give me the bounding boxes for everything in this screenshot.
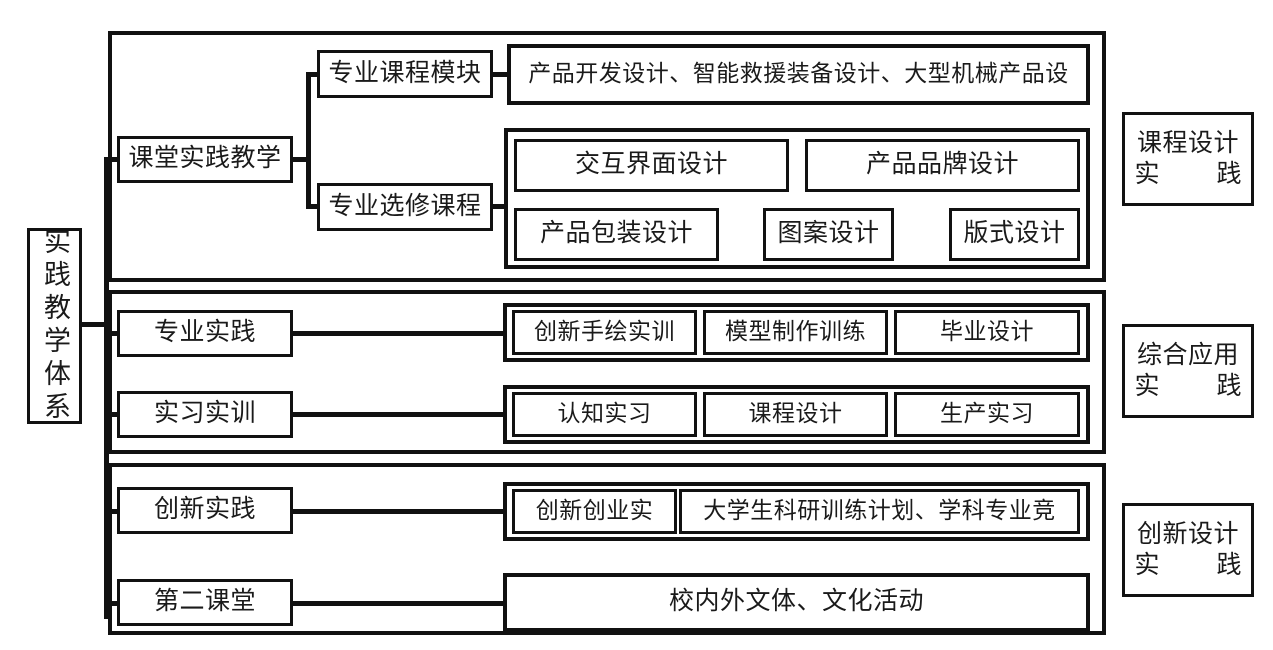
connector-classroom-stub (293, 157, 310, 162)
item-product-brand-design: 产品品牌设计 (805, 139, 1080, 192)
category-innovation-design-practice-stack: 创新设计 实 践 (1125, 519, 1254, 582)
item-cognitive-internship-label: 认知实习 (557, 401, 652, 427)
item-major-course-content: 产品开发设计、智能救援装备设计、大型机械产品设 (507, 44, 1090, 105)
item-innovative-sketch-training-label: 创新手绘实训 (534, 319, 675, 345)
item-layout-design: 版式设计 (949, 208, 1080, 261)
connector-root-to-professional-practice (104, 331, 120, 336)
root-node-box: 实践教学体系 (27, 228, 82, 424)
item-product-packaging-design: 产品包装设计 (514, 208, 719, 261)
item-product-packaging-design-label: 产品包装设计 (539, 220, 693, 248)
root-trunk-stub (82, 322, 108, 327)
connector-classroom-to-elective (306, 204, 324, 209)
node-classroom-teaching: 课堂实践教学 (117, 136, 293, 183)
connector-root-to-classroom (104, 157, 120, 162)
node-major-course-module: 专业课程模块 (317, 50, 493, 98)
item-layout-design-label: 版式设计 (963, 220, 1066, 248)
item-student-research-training-program: 大学生科研训练计划、学科专业竞 (679, 489, 1080, 534)
item-model-making-training-label: 模型制作训练 (725, 319, 866, 345)
category-course-design-practice-stack: 课程设计 实 践 (1125, 128, 1254, 191)
item-interaction-interface-design: 交互界面设计 (514, 139, 789, 192)
item-course-design-label: 课程设计 (748, 401, 843, 427)
item-cognitive-internship: 认知实习 (512, 392, 697, 437)
node-innovation-practice: 创新实践 (117, 487, 293, 534)
node-major-course-module-label: 专业课程模块 (328, 59, 482, 87)
item-innovation-entrepreneurship-label: 创新创业实 (535, 498, 654, 524)
item-interaction-interface-design-label: 交互界面设计 (574, 151, 728, 179)
connector-second-classroom-to-items (292, 601, 507, 606)
item-pattern-design-label: 图案设计 (777, 220, 880, 248)
category-course-design-practice-line1: 课程设计 (1137, 129, 1240, 157)
connector-classroom-to-module (306, 72, 324, 77)
root-node-label: 实践教学体系 (40, 228, 70, 424)
item-campus-cultural-activities: 校内外文体、文化活动 (503, 573, 1090, 632)
node-major-elective-course: 专业选修课程 (317, 183, 493, 231)
connector-root-to-innovation-practice (104, 509, 120, 514)
item-student-research-training-program-label: 大学生科研训练计划、学科专业竞 (703, 498, 1056, 524)
connector-root-to-second-classroom (104, 601, 120, 606)
connector-innovation-practice-to-items (292, 509, 507, 514)
category-comprehensive-application-practice: 综合应用 实 践 (1122, 324, 1254, 418)
node-professional-practice-label: 专业实践 (153, 319, 256, 347)
node-major-elective-course-label: 专业选修课程 (328, 192, 482, 220)
connector-module-to-content (493, 72, 510, 77)
category-course-design-practice: 课程设计 实 践 (1122, 112, 1254, 206)
item-pattern-design: 图案设计 (763, 208, 894, 261)
item-model-making-training: 模型制作训练 (703, 310, 888, 355)
root-trunk-vertical (104, 157, 109, 619)
item-graduation-design-label: 毕业设计 (940, 319, 1034, 345)
node-internship-training: 实习实训 (117, 391, 293, 438)
category-innovation-design-practice: 创新设计 实 践 (1122, 503, 1254, 597)
item-campus-cultural-activities-label: 校内外文体、文化活动 (668, 588, 924, 616)
category-innovation-design-practice-line1: 创新设计 (1137, 520, 1240, 548)
connector-internship-training-to-items (292, 412, 507, 417)
item-innovation-entrepreneurship: 创新创业实 (512, 489, 677, 534)
category-comprehensive-application-practice-stack: 综合应用 实 践 (1125, 340, 1254, 403)
item-innovative-sketch-training: 创新手绘实训 (512, 310, 697, 355)
item-product-brand-design-label: 产品品牌设计 (865, 151, 1019, 179)
connector-professional-practice-to-items (292, 331, 507, 336)
node-innovation-practice-label: 创新实践 (153, 496, 256, 524)
connector-elective-to-content (493, 204, 510, 209)
connector-root-to-internship-training (104, 412, 120, 417)
item-course-design: 课程设计 (703, 392, 888, 437)
item-production-internship: 生产实习 (894, 392, 1080, 437)
node-internship-training-label: 实习实训 (153, 400, 256, 428)
node-second-classroom-label: 第二课堂 (153, 588, 256, 616)
node-professional-practice: 专业实践 (117, 310, 293, 357)
item-major-course-content-label: 产品开发设计、智能救援装备设计、大型机械产品设 (528, 61, 1069, 87)
category-comprehensive-application-practice-line1: 综合应用 (1137, 341, 1240, 369)
category-comprehensive-application-practice-line2: 实 践 (1134, 373, 1254, 400)
node-second-classroom: 第二课堂 (117, 579, 293, 626)
node-classroom-teaching-label: 课堂实践教学 (128, 145, 282, 173)
connector-classroom-spine (306, 72, 311, 209)
item-graduation-design: 毕业设计 (894, 310, 1080, 355)
category-course-design-practice-line2: 实 践 (1134, 161, 1254, 188)
category-innovation-design-practice-line2: 实 践 (1134, 552, 1254, 579)
item-production-internship-label: 生产实习 (940, 401, 1034, 427)
